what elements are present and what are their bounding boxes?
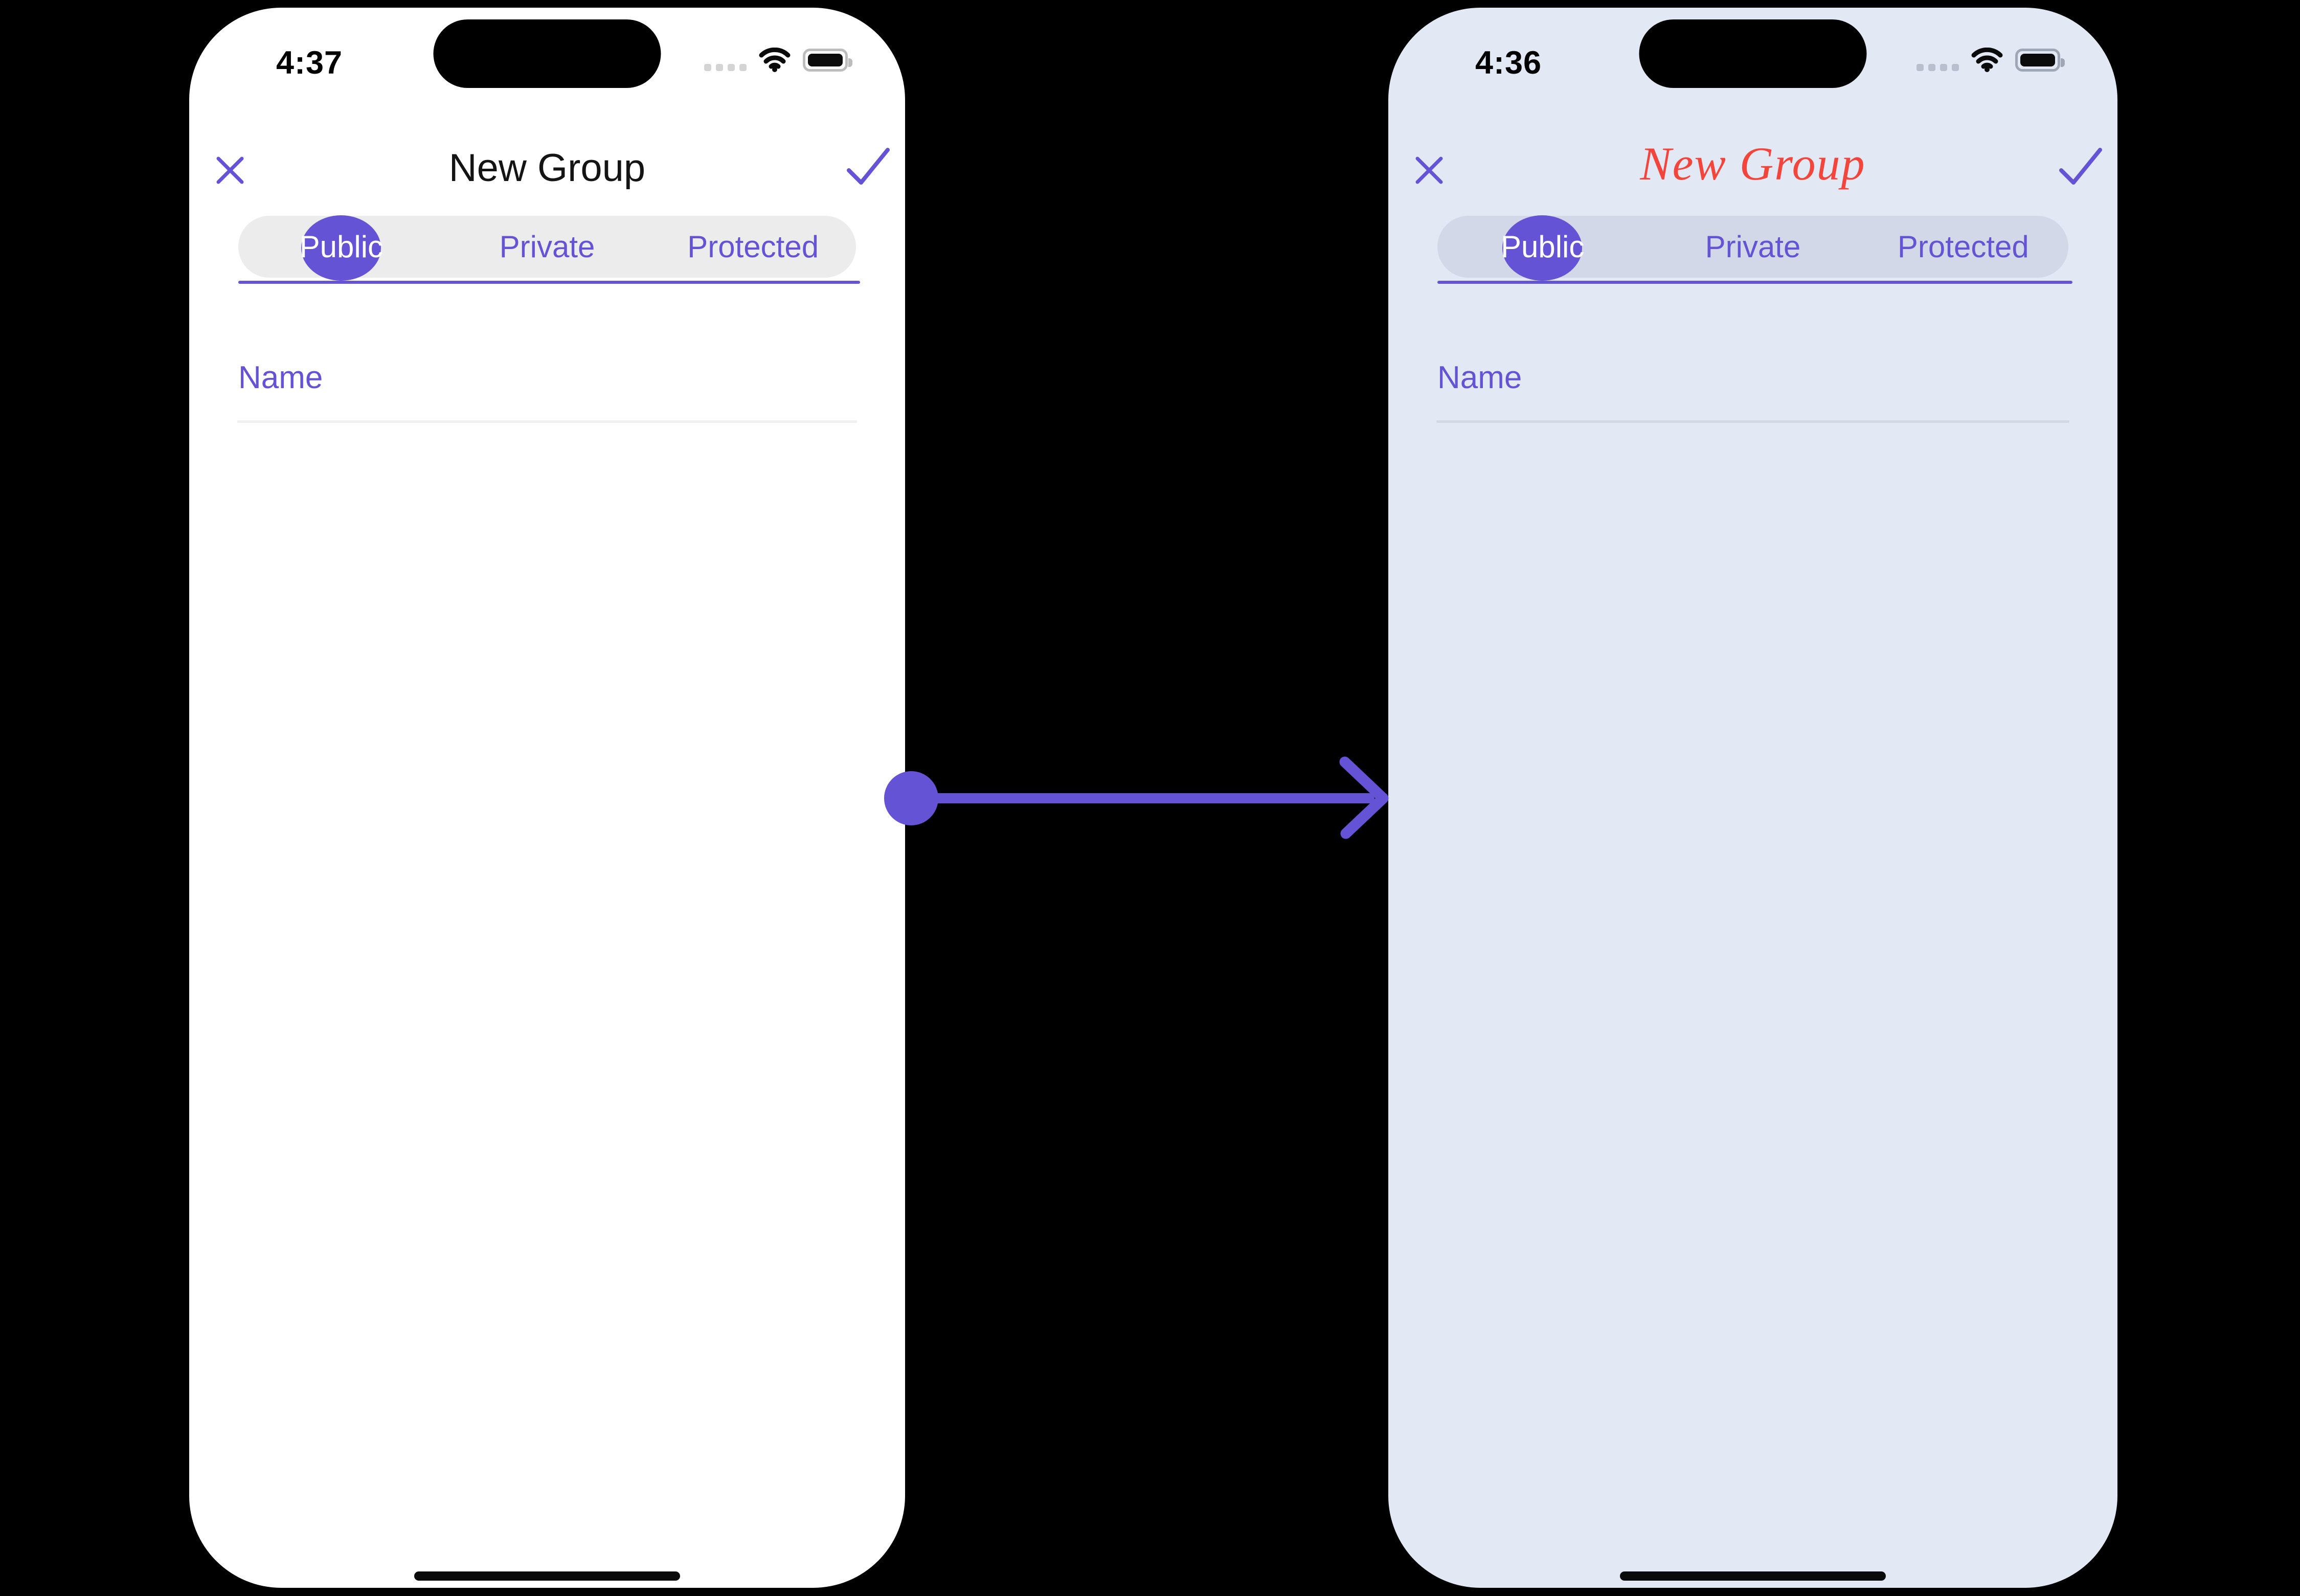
- check-icon[interactable]: [2059, 147, 2103, 190]
- close-icon[interactable]: [1414, 155, 1445, 188]
- visibility-segmented-control: Public Private Protected: [1437, 215, 2068, 281]
- dynamic-island: [433, 19, 661, 88]
- phone-mockup-left: 4:37 New Group: [189, 8, 905, 1588]
- status-icons: [1916, 48, 2065, 72]
- home-indicator[interactable]: [414, 1571, 680, 1581]
- page-title: New Group: [448, 146, 646, 190]
- page-title: New Group: [1640, 138, 1866, 190]
- tab-protected[interactable]: Protected: [687, 230, 819, 264]
- name-input[interactable]: Name: [238, 359, 856, 426]
- dynamic-island: [1639, 19, 1867, 88]
- name-input[interactable]: Name: [1437, 359, 2068, 426]
- transition-arrow-icon: [884, 756, 1389, 839]
- wifi-icon: [1971, 48, 2003, 72]
- cellular-signal-icon: [704, 64, 747, 71]
- status-icons: [704, 48, 852, 72]
- name-placeholder: Name: [238, 360, 323, 395]
- selected-tab-indicator: [301, 215, 381, 281]
- input-underline: [1436, 420, 2069, 423]
- tab-private[interactable]: Private: [499, 230, 595, 264]
- tab-private[interactable]: Private: [1705, 230, 1801, 264]
- wifi-icon: [759, 48, 791, 72]
- visibility-segmented-control: Public Private Protected: [238, 215, 856, 281]
- selected-tab-indicator: [1502, 215, 1582, 281]
- tabs-active-underline: [1437, 281, 2072, 284]
- battery-icon: [803, 48, 852, 72]
- home-indicator[interactable]: [1620, 1571, 1886, 1581]
- tab-public[interactable]: Public: [1500, 230, 1585, 264]
- check-icon[interactable]: [846, 147, 890, 190]
- input-underline: [237, 420, 857, 423]
- status-time: 4:36: [1475, 45, 1542, 81]
- name-placeholder: Name: [1437, 360, 1522, 395]
- battery-icon: [2015, 48, 2065, 72]
- tab-protected[interactable]: Protected: [1897, 230, 2029, 264]
- tabs-active-underline: [238, 281, 860, 284]
- cellular-signal-icon: [1916, 64, 1959, 71]
- status-time: 4:37: [276, 45, 343, 81]
- phone-mockup-right: 4:36 New Group: [1388, 8, 2117, 1588]
- close-icon[interactable]: [215, 155, 245, 188]
- tab-public[interactable]: Public: [299, 230, 384, 264]
